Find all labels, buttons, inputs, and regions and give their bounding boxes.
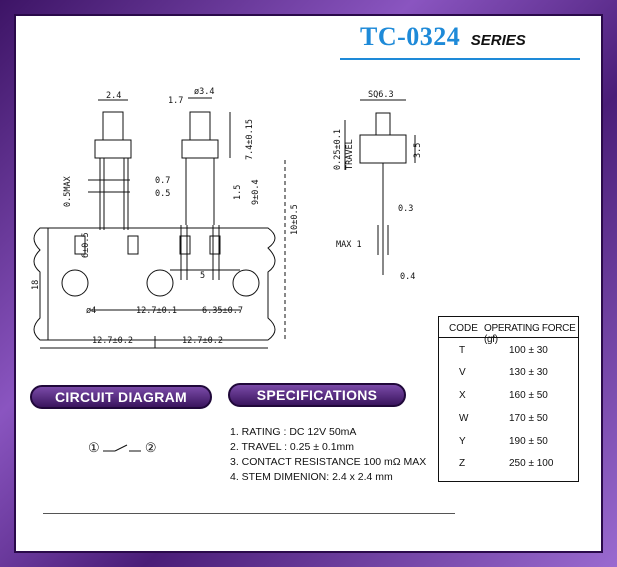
operating-force-table: CODE OPERATING FORCE (gf) T 100 ± 30 V 130… — [438, 316, 579, 482]
terminal-2: ② — [144, 440, 157, 455]
dim-travel-value: 0.25±0.1 — [333, 129, 343, 170]
dim-height: 7.4±0.15 — [245, 119, 255, 160]
code-cell: Y — [459, 436, 466, 447]
force-cell: 130 ± 30 — [509, 367, 548, 378]
dim-lead-3: 1.5 — [233, 185, 243, 200]
spec-item: 1. RATING : DC 12V 50mA — [230, 426, 357, 438]
header-force: OPERATING FORCE (gf) — [484, 323, 576, 345]
dim-hole: ø4 — [86, 306, 96, 316]
dim-side-max: MAX 1 — [336, 240, 362, 250]
code-cell: V — [459, 367, 466, 378]
footer-divider — [43, 513, 455, 514]
dim-total-height: 10±0.5 — [290, 204, 300, 235]
dim-lead-width: 0.4 — [400, 272, 415, 282]
code-cell: W — [459, 413, 469, 424]
specifications-list: 1. RATING : DC 12V 50mA 2. TRAVEL : 0.25… — [230, 425, 450, 485]
force-cell: 250 ± 100 — [509, 458, 554, 469]
dim-spacing: 12.7±0.1 — [136, 306, 177, 316]
dim-max: 0.5MAX — [63, 175, 73, 207]
circuit-symbol: ① ② — [88, 440, 168, 460]
switch-side-view — [344, 99, 416, 275]
series-label: SERIES — [470, 32, 526, 49]
dim-lead-1: 0.7 — [155, 176, 170, 186]
dim-travel-label: TRAVEL — [345, 139, 355, 170]
model-name: TC-0324 — [360, 22, 461, 51]
title-underline — [340, 58, 580, 60]
table-header: CODE OPERATING FORCE (gf) — [439, 321, 578, 345]
terminal-1: ① — [88, 440, 100, 455]
force-cell: 190 ± 50 — [509, 436, 548, 447]
dim-lead-length: 9±0.4 — [251, 179, 261, 205]
code-cell: Z — [459, 458, 466, 469]
dim-square: SQ6.3 — [368, 90, 394, 100]
header-code: CODE — [449, 323, 478, 334]
table-row: Z 250 ± 100 — [439, 458, 578, 474]
table-row: W 170 ± 50 — [439, 413, 578, 429]
dim-lead-2: 0.5 — [155, 189, 170, 199]
dim-side-height: 3.5 — [413, 143, 423, 158]
table-row: X 160 ± 50 — [439, 390, 578, 406]
table-row: V 130 ± 30 — [439, 367, 578, 383]
series-title: TC-0324 SERIES — [360, 22, 580, 54]
drawing-sheet — [14, 14, 603, 553]
switch-front-view — [33, 97, 286, 349]
dim-pitch: 5 — [200, 271, 205, 281]
switch-symbol-icon — [103, 444, 142, 452]
table-row: Y 190 ± 50 — [439, 436, 578, 452]
force-cell: 170 ± 50 — [509, 413, 548, 424]
circuit-diagram-heading: CIRCUIT DIAGRAM — [30, 385, 212, 409]
force-cell: 160 ± 50 — [509, 390, 548, 401]
force-cell: 100 ± 30 — [509, 345, 548, 356]
dim-pin: 6±0.5 — [81, 232, 91, 258]
dim-offset: 6.35±0.7 — [202, 306, 243, 316]
specifications-heading: SPECIFICATIONS — [228, 383, 406, 407]
dim-bottom-right: 12.7±0.2 — [182, 336, 223, 346]
code-cell: X — [459, 390, 466, 401]
dim-board-height: 18 — [31, 280, 41, 290]
table-row: T 100 ± 30 — [439, 345, 578, 361]
dim-bottom-left: 12.7±0.2 — [92, 336, 133, 346]
dimension-labels: 2.4 1.7 ø3.4 7.4±0.15 0.5MAX 0.7 0.5 1.5… — [31, 87, 423, 346]
dim-lead-thickness: 0.3 — [398, 204, 413, 214]
spec-item: 4. STEM DIMENION: 2.4 x 2.4 mm — [230, 471, 393, 483]
dim-stem-offset: 1.7 — [168, 96, 183, 106]
dim-cap-diameter: ø3.4 — [194, 87, 214, 97]
dim-stem-width: 2.4 — [106, 91, 121, 101]
spec-item: 3. CONTACT RESISTANCE 100 mΩ MAX — [230, 456, 427, 468]
spec-item: 2. TRAVEL : 0.25 ± 0.1mm — [230, 441, 355, 453]
code-cell: T — [459, 345, 466, 356]
